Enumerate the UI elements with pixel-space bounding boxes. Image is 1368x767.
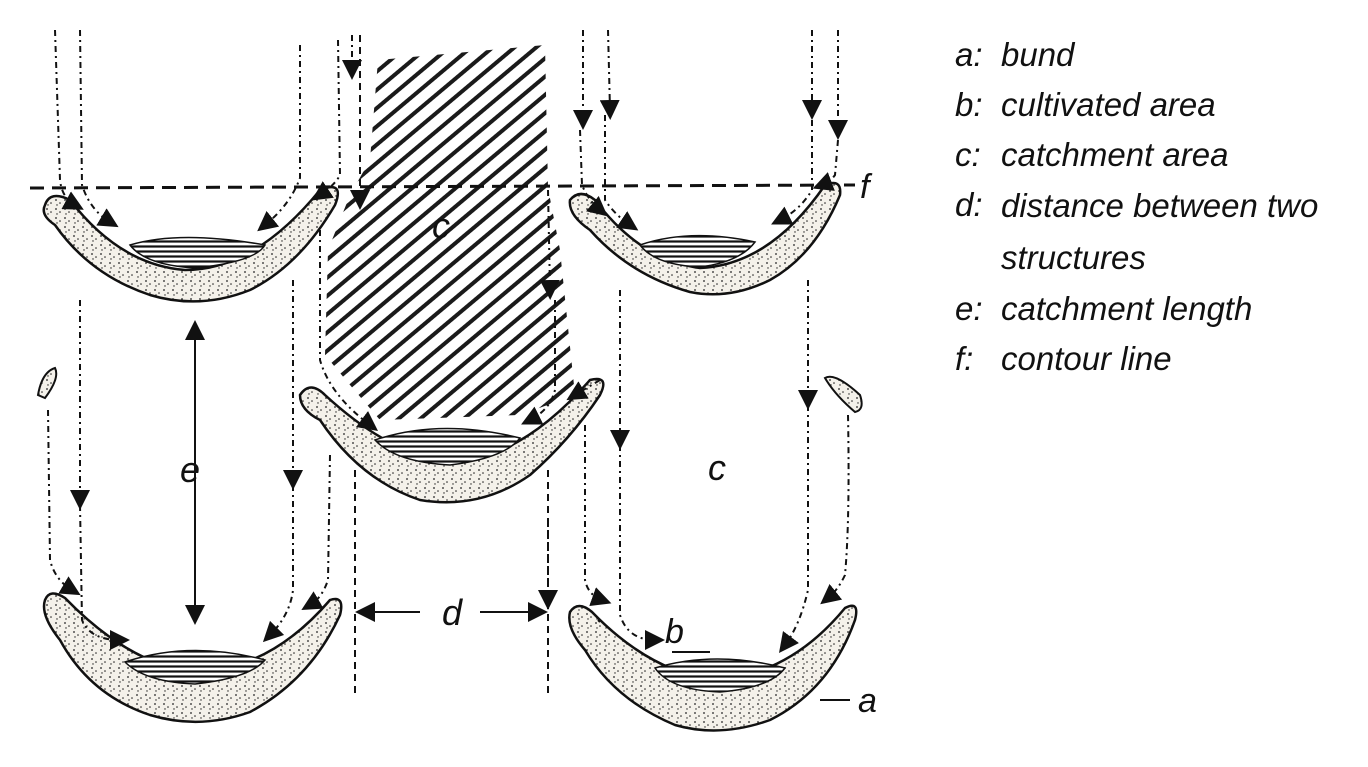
bund-structure-center (298, 377, 605, 504)
bund-structure-top-left (42, 185, 340, 303)
bund-structure-bottom-right (568, 604, 858, 732)
bund-fragment-right (823, 375, 863, 414)
legend-key: a: (955, 36, 983, 73)
contour-line (29, 183, 856, 190)
legend-item-f: f: contour line (955, 334, 1365, 384)
shaded-catchment-area (325, 45, 575, 420)
legend-text: contour line (1001, 340, 1172, 377)
legend-item-c: c: catchment area (955, 130, 1365, 180)
bund-structure-top-right (568, 181, 842, 296)
label-catchment-top: c (432, 205, 450, 246)
legend-item-d: d: distance between two structures (955, 180, 1365, 284)
legend-text: bund (1001, 36, 1075, 73)
label-distance: d (442, 592, 463, 633)
legend-item-b: b: cultivated area (955, 80, 1365, 130)
runoff-flow-arrows (47, 29, 850, 654)
legend-key: e: (955, 290, 983, 327)
legend-key: d: (955, 186, 983, 223)
legend-text: cultivated area (1001, 86, 1216, 123)
bund-fragment-left (36, 366, 58, 400)
legend-item-a: a: bund (955, 30, 1365, 80)
bund-structure-bottom-left (42, 592, 343, 724)
distance-boundaries (350, 35, 558, 695)
legend-key: b: (955, 86, 983, 123)
legend-text: catchment area (1001, 136, 1229, 173)
label-contour: f (860, 168, 873, 206)
legend-key: f: (955, 340, 974, 377)
label-cultivated: b (665, 613, 684, 651)
legend: a: bund b: cultivated area c: catchment are… (955, 30, 1365, 384)
legend-text: catchment length (1001, 290, 1253, 327)
legend-item-e: e: catchment length (955, 284, 1365, 334)
label-bund: a (858, 682, 877, 720)
label-catchment-length: e (180, 449, 200, 490)
legend-text: distance between two structures (1001, 187, 1319, 276)
legend-key: c: (955, 136, 981, 173)
label-catchment-right: c (708, 447, 726, 488)
